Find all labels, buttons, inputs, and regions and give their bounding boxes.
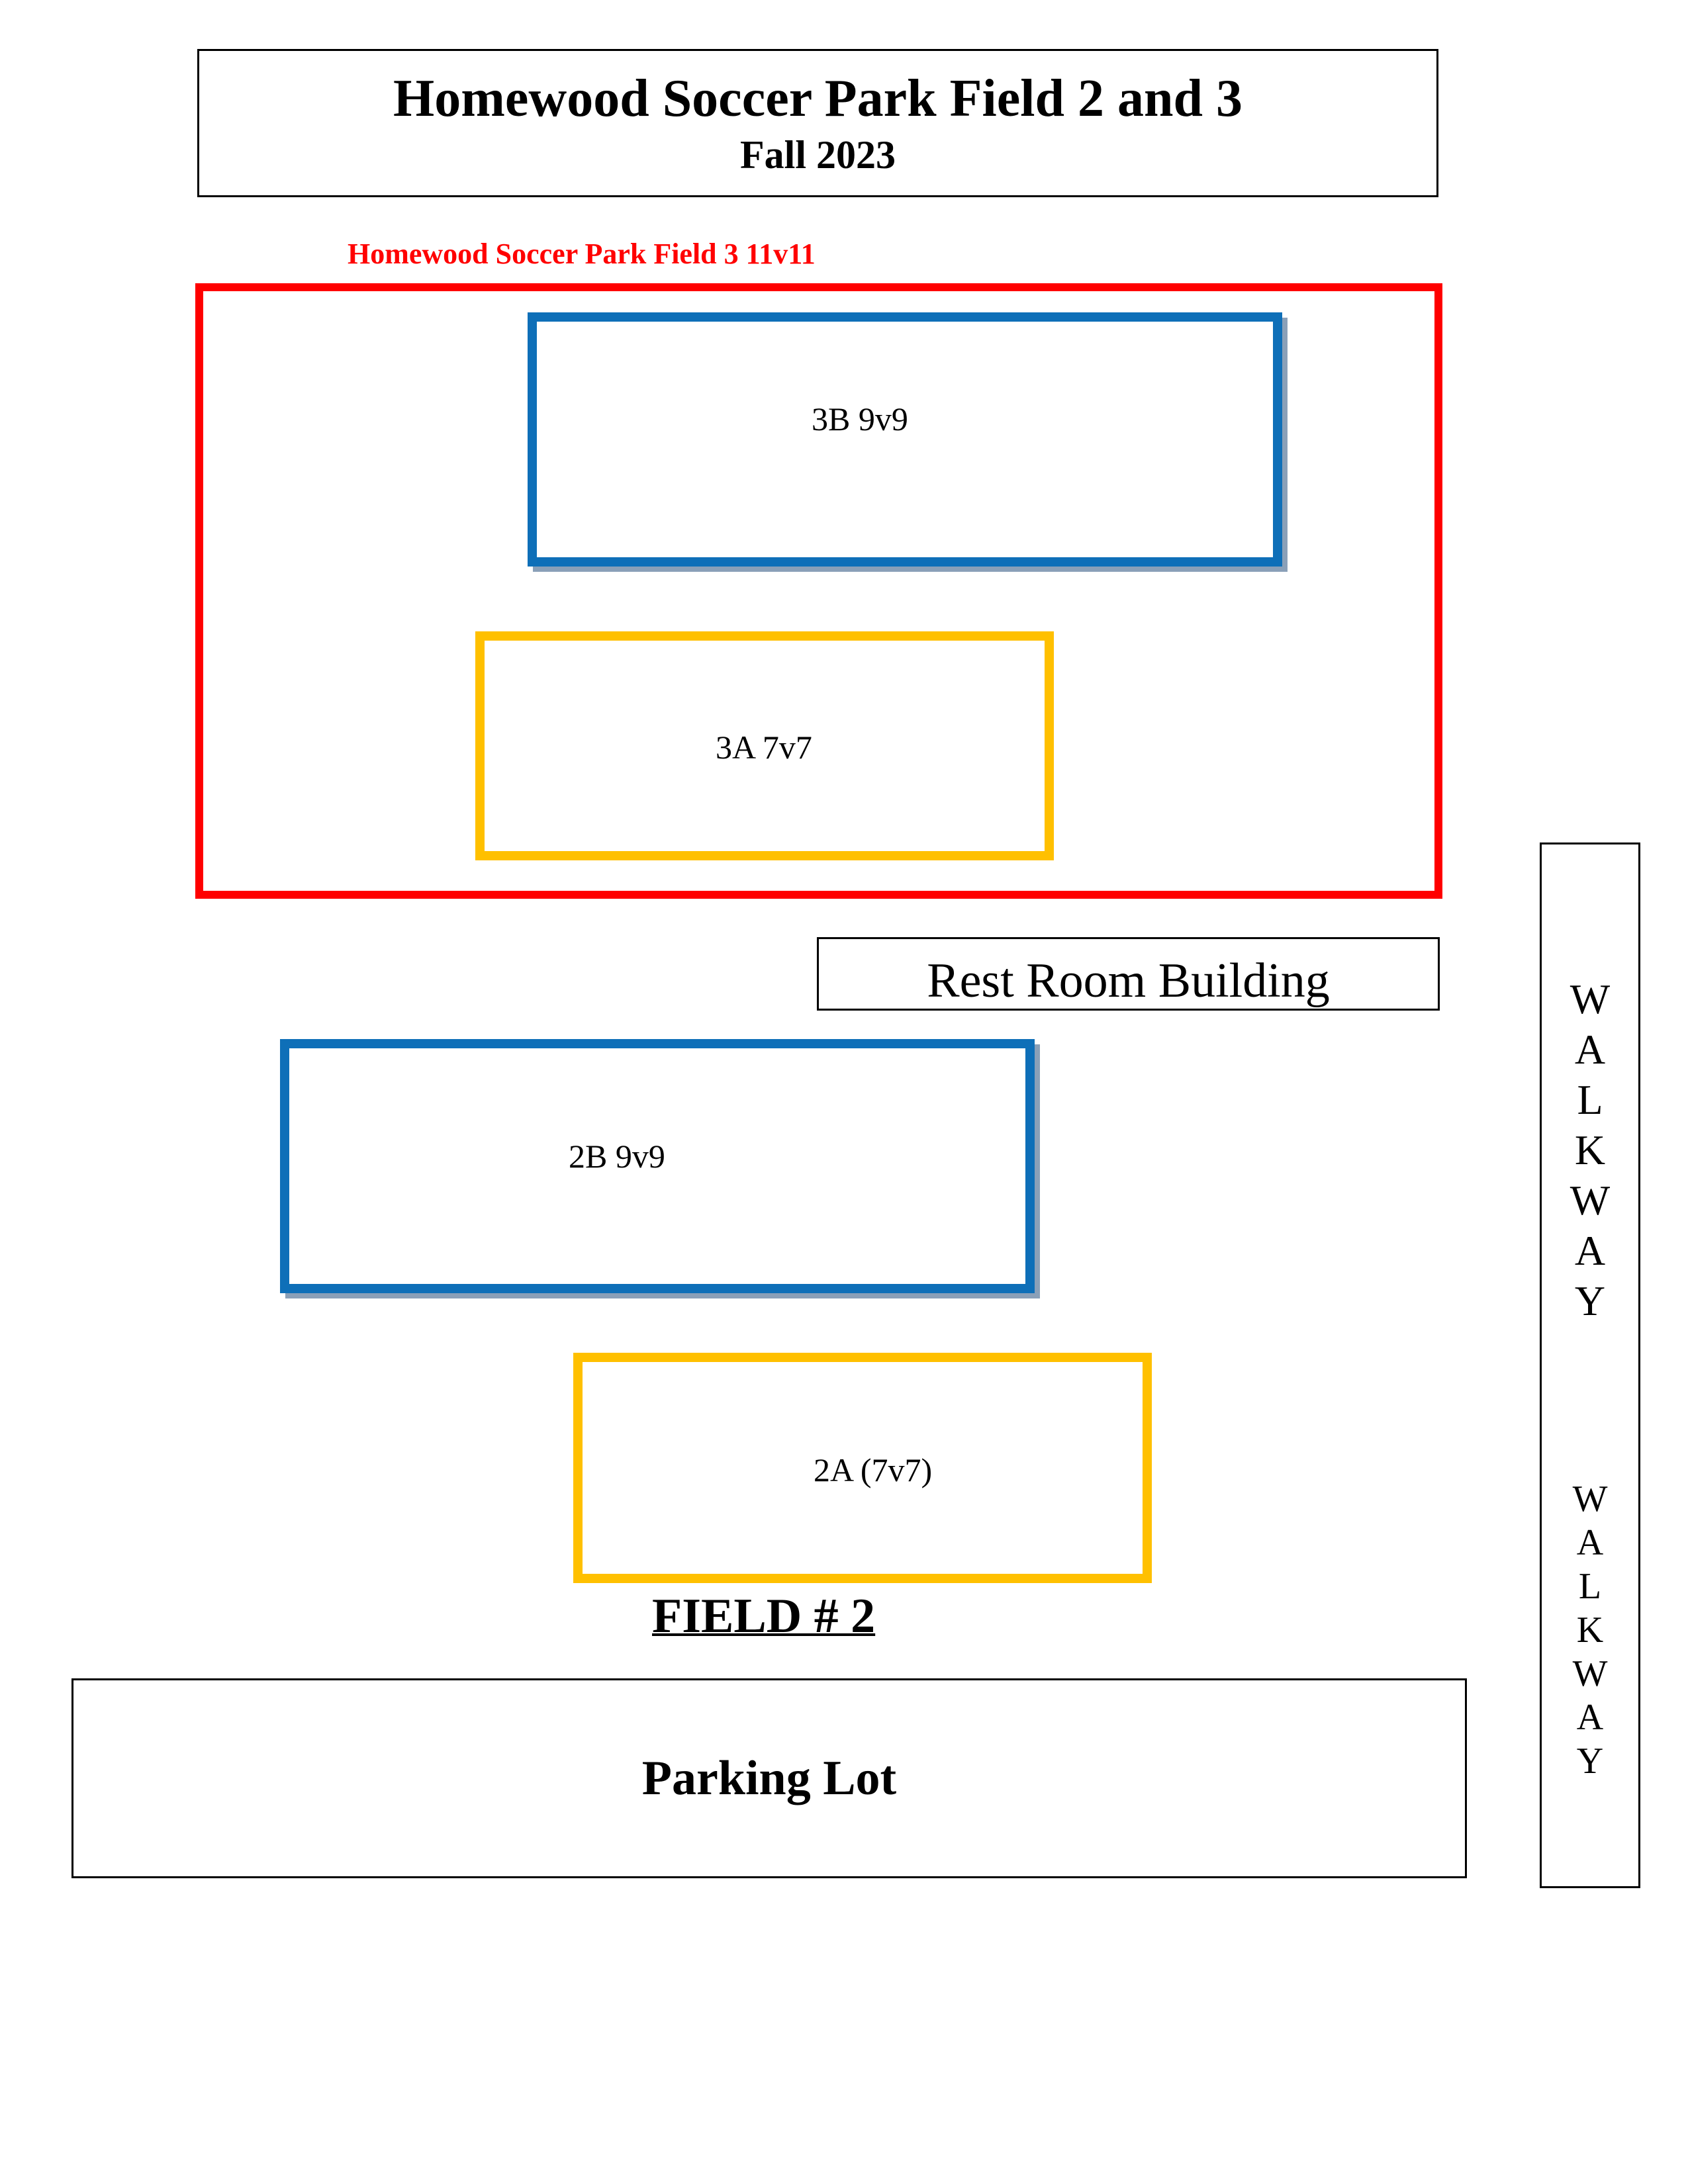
- field3-label: Homewood Soccer Park Field 3 11v11: [348, 238, 816, 270]
- field-2b: 2B 9v9: [280, 1039, 1035, 1293]
- field-2a-label: 2A (7v7): [814, 1451, 933, 1488]
- walkway-letter: A: [1576, 1697, 1604, 1738]
- walkway-letter: Y: [1574, 1277, 1606, 1324]
- field-3b-label: 3B 9v9: [812, 400, 908, 437]
- walkway-letter: L: [1577, 1076, 1603, 1123]
- title-box: Homewood Soccer Park Field 2 and 3 Fall …: [197, 49, 1438, 197]
- field-3b: 3B 9v9: [528, 312, 1282, 567]
- parking-lot: Parking Lot: [71, 1678, 1467, 1878]
- walkway-letter: A: [1574, 1026, 1606, 1073]
- walkway-letter: W: [1570, 976, 1611, 1023]
- walkway: W A L K W A Y W A L K W A Y: [1540, 842, 1640, 1888]
- walkway-letter: W: [1572, 1653, 1608, 1694]
- page-subtitle: Fall 2023: [740, 133, 896, 177]
- field2-label: FIELD # 2: [652, 1589, 876, 1643]
- field-2b-label: 2B 9v9: [569, 1138, 665, 1175]
- walkway-letter: L: [1578, 1566, 1602, 1607]
- field-3a-label: 3A 7v7: [716, 729, 812, 766]
- walkway-letter: W: [1572, 1479, 1608, 1520]
- walkway-letter: K: [1576, 1610, 1604, 1651]
- walkway-letter: A: [1574, 1227, 1606, 1274]
- rest-room-building: Rest Room Building: [817, 937, 1440, 1011]
- walkway-letter: K: [1574, 1126, 1606, 1173]
- walkway-letter: Y: [1576, 1741, 1604, 1782]
- field3-outline: [195, 283, 1442, 899]
- field-3a: 3A 7v7: [475, 631, 1054, 860]
- walkway-letter: W: [1570, 1177, 1611, 1224]
- field-2a: 2A (7v7): [573, 1353, 1152, 1583]
- walkway-label-upper: W A L K W A Y: [1542, 974, 1638, 1326]
- walkway-label-lower: W A L K W A Y: [1542, 1477, 1638, 1783]
- page-title: Homewood Soccer Park Field 2 and 3: [393, 69, 1243, 128]
- walkway-letter: A: [1576, 1522, 1604, 1563]
